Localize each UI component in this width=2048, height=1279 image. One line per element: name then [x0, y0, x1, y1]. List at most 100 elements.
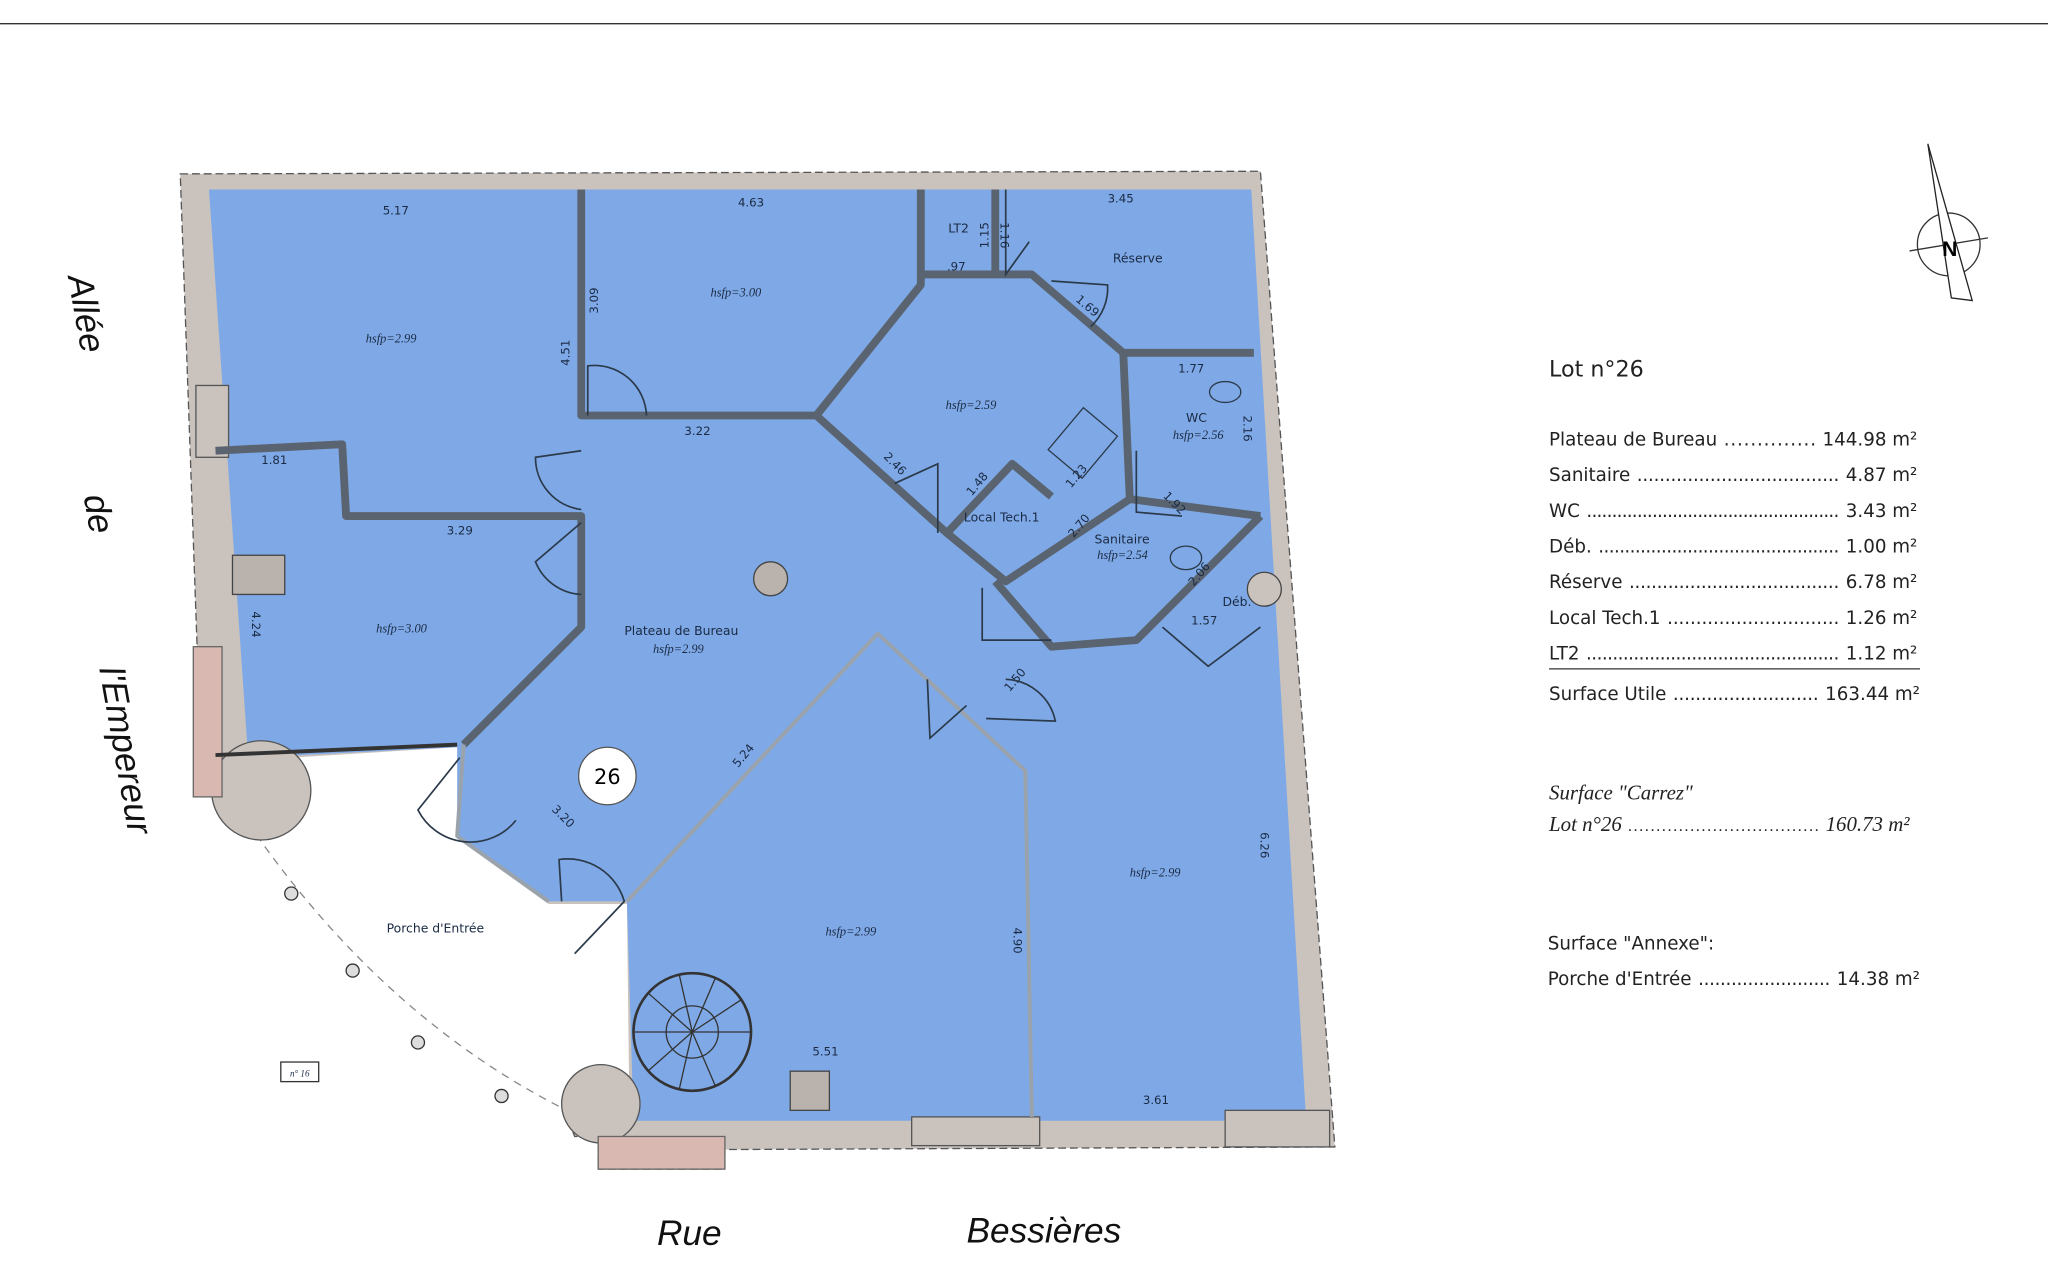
legend-dots: ..........................	[1673, 684, 1819, 705]
room-wc: WC	[1186, 410, 1207, 425]
neighbor-tag-box	[280, 1061, 320, 1083]
height-n: hsfp=3.00	[711, 286, 763, 300]
legend-label: Déb.	[1549, 537, 1592, 558]
dim: 5.51	[812, 1045, 838, 1059]
legend-value: 144.98 m²	[1823, 430, 1918, 451]
dim: 3.22	[684, 424, 710, 438]
room-reserve: Réserve	[1113, 251, 1163, 266]
porch-outline	[247, 822, 595, 1125]
legend-dots: ..............	[1724, 430, 1816, 451]
legend-dots: ........................................…	[1598, 537, 1839, 558]
north-label: N	[1942, 238, 1957, 261]
legend-value: 1.00 m²	[1846, 537, 1918, 558]
carrez-value: 160.73 m²	[1826, 812, 1911, 836]
legend-label: Plateau de Bureau	[1549, 430, 1717, 451]
annexe-row: Porche d'Entrée ........................…	[1548, 969, 1920, 990]
legend-dots: ........................................…	[1586, 643, 1839, 664]
washbasin-icon	[1169, 545, 1203, 571]
room-local-tech: Local Tech.1	[964, 509, 1040, 524]
interior-walls	[215, 189, 1264, 1117]
height-w: hsfp=3.00	[376, 621, 428, 635]
carrez-label: Lot n°26	[1548, 812, 1622, 836]
legend-dots: ......................................	[1629, 572, 1839, 593]
dim: 1.15	[978, 222, 992, 248]
room-deb: Déb.	[1223, 594, 1252, 609]
dim: 5.17	[383, 203, 409, 217]
dim: 4.24	[249, 611, 263, 637]
dim: 1.81	[261, 453, 287, 467]
legend-value: 3.43 m²	[1846, 501, 1918, 522]
north-arrow-icon: N	[1909, 143, 1989, 302]
lot-marker-label: 26	[594, 765, 621, 789]
height-nw: hsfp=2.99	[366, 331, 417, 345]
legend-value: 4.87 m²	[1846, 465, 1918, 486]
legend-row: Local Tech.1............................…	[1549, 608, 1917, 629]
toilet-icon	[1208, 380, 1242, 404]
legend-row: WC......................................…	[1549, 501, 1917, 522]
legend-dots: ....................................	[1637, 465, 1839, 486]
carrez-title: Surface "Carrez"	[1549, 781, 1693, 805]
doors	[416, 189, 1261, 955]
street-bottom-1: Rue	[657, 1214, 722, 1253]
room-lt2: LT2	[948, 221, 969, 236]
dim: 1.57	[1191, 613, 1217, 627]
legend-label: Surface Utile	[1549, 684, 1666, 705]
legend-row: Sanitaire...............................…	[1549, 465, 1917, 486]
dim: 1.16	[997, 222, 1011, 248]
annexe-title: Surface "Annexe":	[1548, 934, 1714, 955]
lot-marker	[577, 746, 637, 806]
annexe-label: Porche d'Entrée	[1548, 969, 1692, 990]
annexe-dots: ........................	[1698, 969, 1830, 990]
dim: 4.51	[558, 340, 572, 366]
porch-columns	[284, 886, 509, 1104]
legend-value: 6.78 m²	[1846, 572, 1918, 593]
height-center: hsfp=2.59	[946, 398, 997, 412]
dim: 6.26	[1257, 832, 1271, 858]
legend-dots: ..............................	[1667, 608, 1839, 629]
hatched-wall	[192, 646, 223, 798]
street-left-2: de	[76, 491, 121, 536]
hatched-wall-south	[597, 1135, 726, 1170]
room-sanitaire: Sanitaire	[1095, 532, 1150, 547]
legend-row: Déb.....................................…	[1549, 537, 1917, 558]
area-legend: Lot n°26 Plateau de Bureau..............…	[1548, 356, 1920, 990]
legend-label: LT2	[1549, 643, 1579, 664]
legend-row: Réserve.................................…	[1549, 572, 1917, 593]
street-left-1: Allée	[60, 270, 112, 356]
facade-pillar	[911, 1116, 1041, 1147]
legend-row: LT2.....................................…	[1549, 643, 1917, 664]
column	[231, 554, 286, 596]
room-sanitaire-height: hsfp=2.54	[1097, 548, 1148, 562]
legend-value: 163.44 m²	[1825, 684, 1920, 705]
dim: 1.77	[1178, 361, 1204, 375]
dim: 2.16	[1240, 416, 1254, 442]
legend-total: Surface Utile ..........................…	[1549, 684, 1920, 705]
carrez-row: Lot n°26 ...............................…	[1548, 812, 1910, 836]
room-plateau: Plateau de Bureau	[624, 623, 738, 638]
facade-pillar	[1224, 1109, 1331, 1148]
legend-value: 1.26 m²	[1846, 608, 1918, 629]
column	[789, 1070, 831, 1112]
dim: 3.61	[1143, 1093, 1169, 1107]
porch-area	[248, 747, 630, 1124]
dim: 3.09	[587, 287, 601, 313]
street-bottom-2: Bessières	[967, 1211, 1122, 1250]
legend-row: Plateau de Bureau.............. 144.98 m²	[1549, 430, 1917, 451]
dim: .97	[947, 260, 966, 274]
legend-title: Lot n°26	[1549, 356, 1644, 382]
dim: 3.29	[447, 523, 473, 537]
neighbor-tag: n° 16	[290, 1068, 310, 1078]
column	[752, 561, 789, 597]
room-labels: LT2 Réserve WC hsfp=2.56 Local Tech.1 Sa…	[366, 221, 1252, 939]
column	[1246, 571, 1282, 607]
dim: 4.90	[1011, 928, 1025, 954]
legend-label: Local Tech.1	[1549, 608, 1660, 629]
room-plateau-height: hsfp=2.99	[653, 642, 704, 656]
room-porche: Porche d'Entrée	[387, 921, 485, 936]
street-left-3: l'Empereur	[91, 664, 159, 839]
legend-label: Réserve	[1549, 572, 1622, 593]
spiral-staircase	[632, 971, 753, 1093]
legend-dots: ........................................…	[1586, 501, 1839, 522]
dim: 3.45	[1108, 192, 1134, 206]
